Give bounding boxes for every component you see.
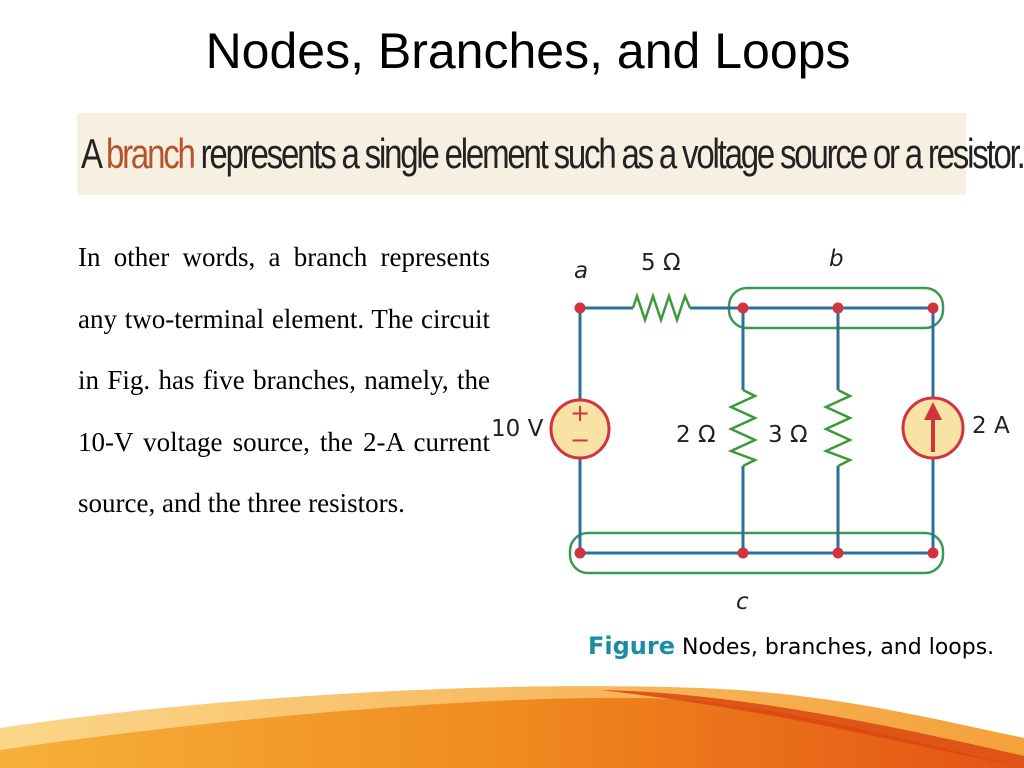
current-label: 2 A [972,413,1010,439]
slide-title: Nodes, Branches, and Loops [205,23,851,79]
node-dot-c3 [832,547,844,559]
node-c-label: c [736,589,749,615]
definition-banner: A branch represents a single element suc… [77,113,1024,195]
definition-term: branch [105,130,196,177]
node-dot-a [574,302,586,314]
arrow-up-icon [924,402,942,452]
footer-wave-dark [0,697,1024,768]
resistor-5-ohm [631,292,692,324]
node-b-label: b [829,246,844,272]
caption-text: Nodes, branches, and loops. [682,635,995,660]
node-a-label: a [574,258,588,284]
plus-sign: + [570,399,590,427]
footer-swoosh [0,686,1024,768]
node-dot-b1 [737,302,749,314]
node-dot-b2 [832,302,844,314]
definition-rest: represents a single element such as a vo… [200,130,1024,177]
resistor-2-ohm [727,388,759,468]
caption-label: Figure [588,632,675,660]
r3-label: 3 Ω [768,422,808,448]
figure-caption: Figure Nodes, branches, and loops. [588,632,994,660]
voltage-label: 10 V [491,416,544,442]
node-dot-b3 [927,302,939,314]
voltage-source [549,398,611,460]
body-paragraph: In other words, a branch represents any … [78,242,490,518]
node-dot-c2 [737,547,749,559]
node-dot-c4 [927,547,939,559]
node-c-highlight [568,531,945,575]
definition-prefix: A [81,130,101,177]
r1-label: 5 Ω [641,250,681,276]
node-dot-c1 [574,547,586,559]
definition-text: A branch represents a single element suc… [77,130,1024,178]
r2-label: 2 Ω [676,422,716,448]
resistor-3-ohm [822,388,854,468]
minus-sign: − [570,426,590,454]
